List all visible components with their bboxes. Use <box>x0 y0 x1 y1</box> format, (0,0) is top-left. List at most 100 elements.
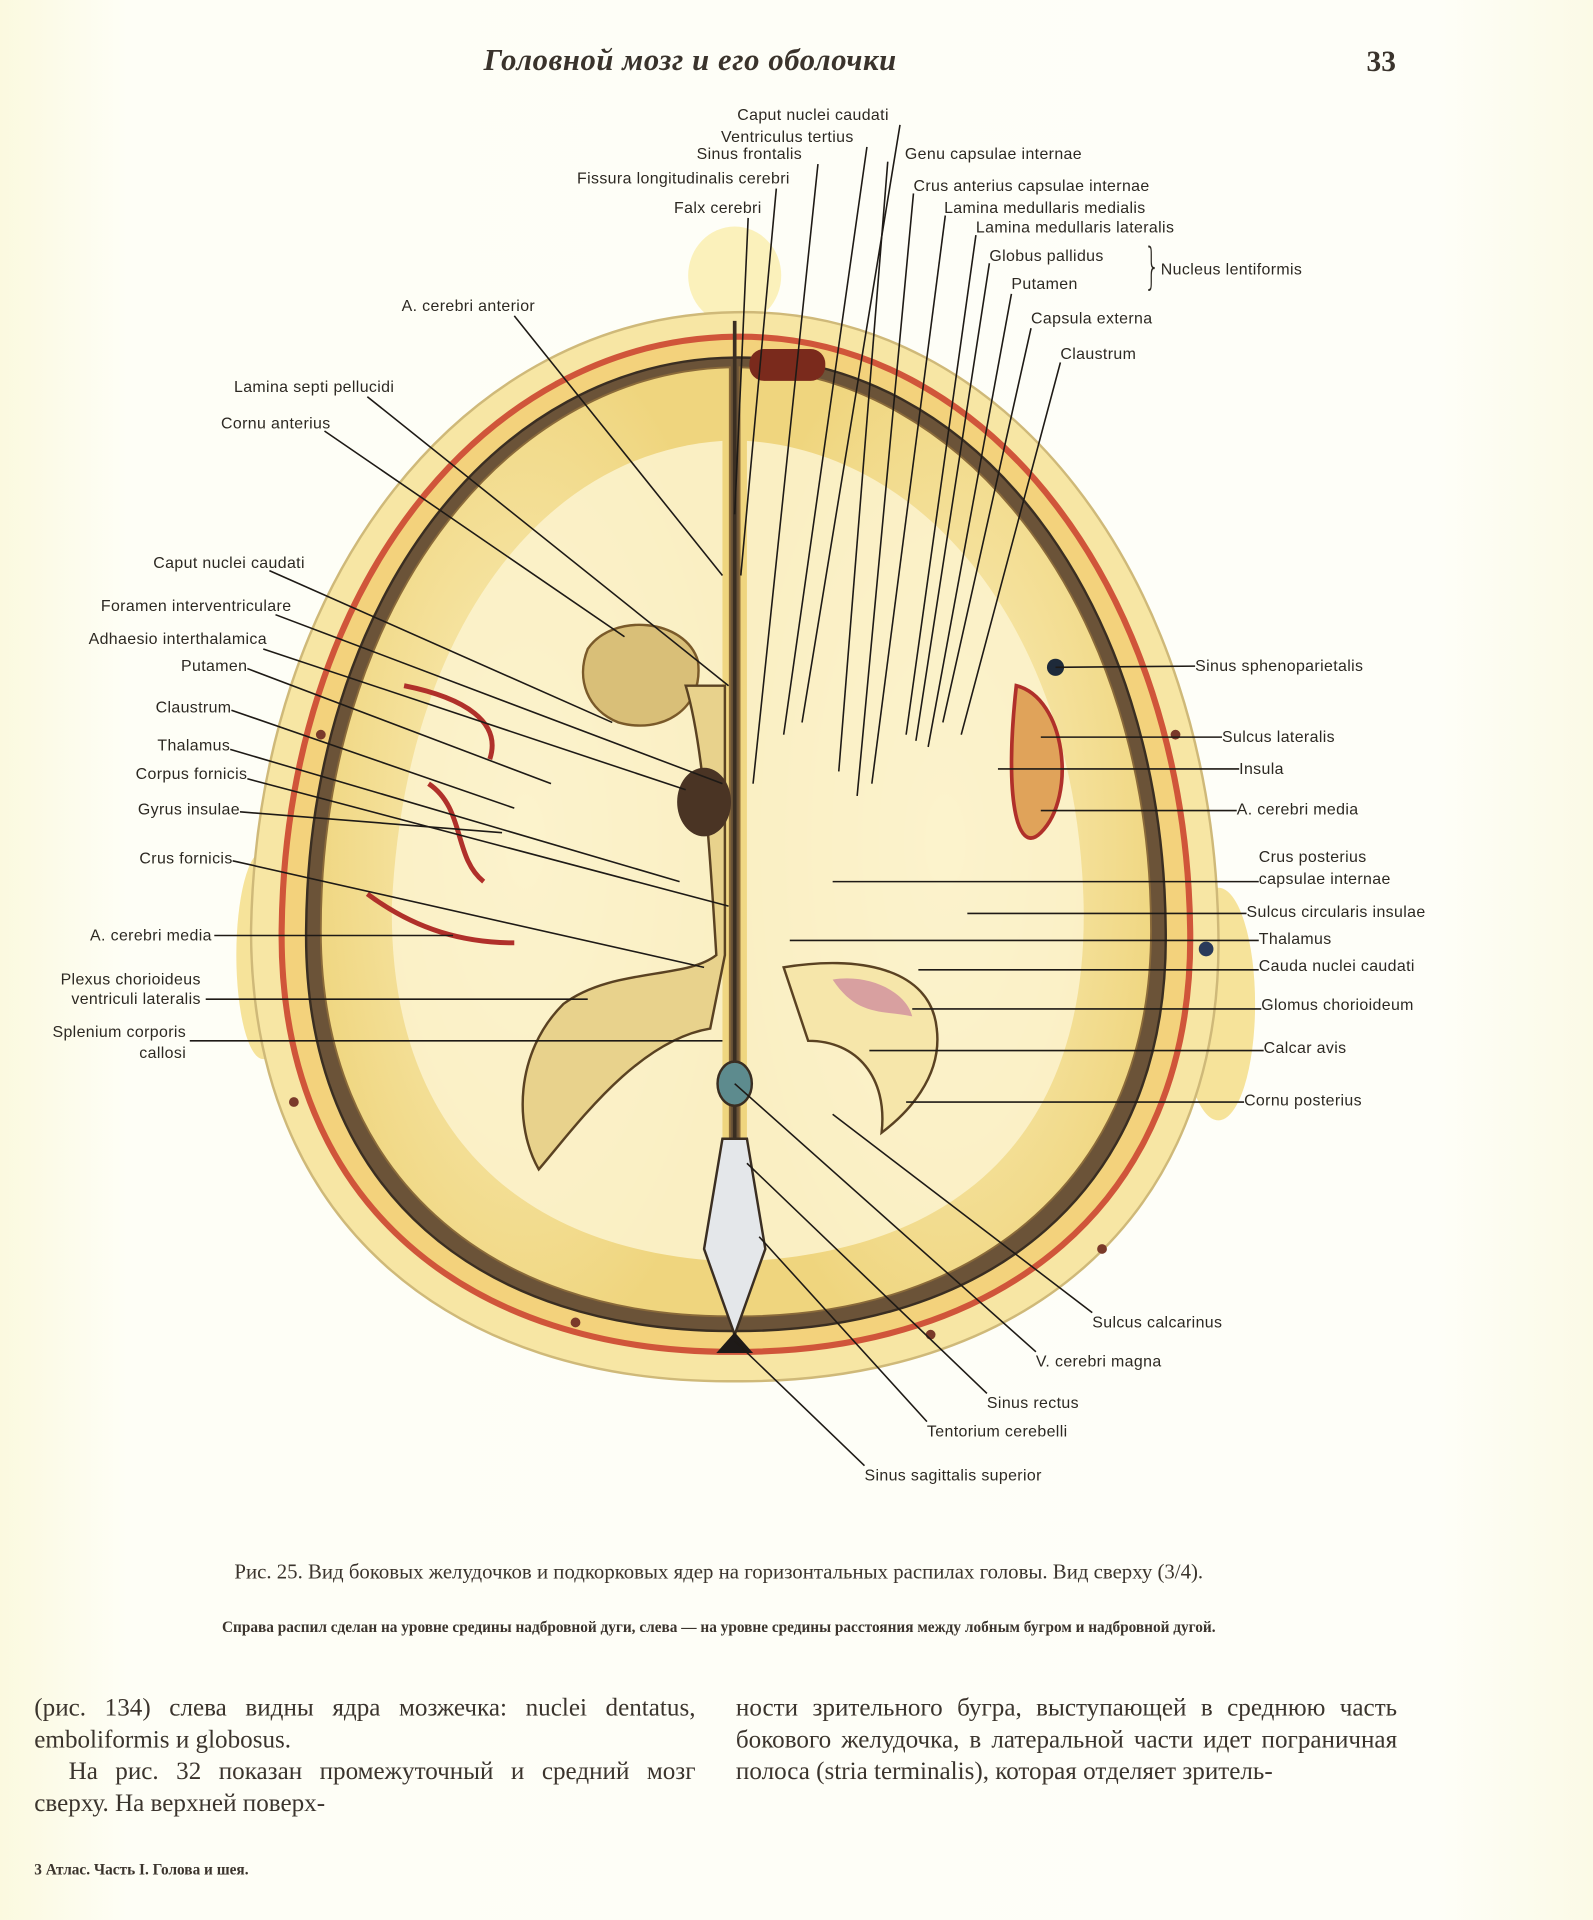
label-bottom-3: Tentorium cerebelli <box>926 1421 1068 1440</box>
label-left-10: Crus fornicis <box>139 848 233 867</box>
label-bottom-1: V. cerebri magna <box>1035 1351 1162 1371</box>
label-top-2: Sinus frontalis <box>696 144 803 163</box>
v-cerebri-magna <box>716 1060 754 1107</box>
label-right-2: Insula <box>1239 759 1284 778</box>
label-left-14: Splenium corporis <box>52 1022 187 1041</box>
left-ventricle <box>521 684 727 1172</box>
text-column-right: ности зрительного бугра, выступающей в с… <box>736 1692 1397 1788</box>
left-caudate-head <box>581 623 700 727</box>
page-number: 33 <box>1366 46 1396 79</box>
label-top-3: Fissura longitudinalis cerebri <box>577 168 790 188</box>
left-thalamus <box>677 767 732 837</box>
label-bottom-4: Sinus sagittalis superior <box>864 1465 1042 1485</box>
label-right-0: Sinus sphenoparietalis <box>1195 656 1364 675</box>
right-insula <box>1009 683 1064 840</box>
leader-line <box>782 146 868 735</box>
right-white-matter <box>746 440 1084 1262</box>
label-left-11: A. cerebri media <box>90 925 212 945</box>
leader-line <box>960 362 1062 735</box>
label-top-1: Ventriculus tertius <box>721 127 854 146</box>
leader-line <box>269 569 613 724</box>
label-top-10: Putamen <box>1011 274 1078 293</box>
label-top-0: Caput nuclei caudati <box>737 105 889 124</box>
leader-line <box>263 648 686 791</box>
label-left-0: Lamina septi pellucidi <box>233 377 395 396</box>
label-right-11: Cornu posterius <box>1244 1091 1362 1110</box>
leader-line <box>871 215 947 784</box>
label-right-10: Calcar avis <box>1263 1038 1347 1057</box>
label-top-11: Capsula externa <box>1031 308 1153 327</box>
leader-line <box>247 667 552 785</box>
label-top-8: Lamina medullaris lateralis <box>975 217 1175 237</box>
paragraph: ности зрительного бугра, выступающей в с… <box>735 1694 1398 1786</box>
right-glomus <box>832 978 913 1017</box>
leader-line <box>1055 665 1196 669</box>
label-left-9: Gyrus insulae <box>137 799 240 818</box>
leader-line <box>734 1083 1037 1353</box>
leader-line <box>734 1340 866 1467</box>
label-right-6: Sulcus circularis insulae <box>1246 902 1426 921</box>
leader-line <box>733 217 749 515</box>
brace: } <box>1144 238 1160 296</box>
label-top-4: Falx cerebri <box>674 198 762 217</box>
leader-line <box>856 193 915 796</box>
figure-note: Справа распил сделан на уровне средины н… <box>221 1618 1216 1636</box>
label-right-5: capsulae internae <box>1258 869 1391 888</box>
label-top-12: Claustrum <box>1060 344 1137 363</box>
leader-line <box>942 327 1032 723</box>
sinus-sagittalis-superior <box>716 1332 754 1354</box>
label-left-1: Cornu anterius <box>221 413 331 433</box>
label-left-6: Claustrum <box>155 697 232 717</box>
brain-section-illustration <box>189 124 1264 1467</box>
leader-line <box>905 234 977 735</box>
label-left-4: Adhaesio interthalamica <box>88 629 267 648</box>
label-top-9: Globus pallidus <box>989 246 1104 265</box>
left-insula-sulci <box>365 683 515 946</box>
label-left-5: Putamen <box>181 656 248 675</box>
leader-line <box>513 315 724 577</box>
label-nucleus-lentiformis: Nucleus lentiformis <box>1160 259 1303 278</box>
label-left-13: ventriculi lateralis <box>71 989 201 1008</box>
label-top-13: A. cerebri anterior <box>401 296 536 315</box>
label-bottom-0: Sulcus calcarinus <box>1092 1312 1223 1332</box>
leader-line <box>229 748 680 883</box>
leader-line <box>915 263 991 741</box>
label-right-1: Sulcus lateralis <box>1222 727 1335 746</box>
leader-line <box>275 613 723 785</box>
leader-line <box>366 396 730 687</box>
leader-line <box>740 188 778 576</box>
label-right-7: Thalamus <box>1258 929 1332 948</box>
nose-skin <box>688 226 782 325</box>
running-title: Головной мозг и его оболочки <box>483 44 897 78</box>
leader-line <box>231 709 515 809</box>
leader-line <box>832 1113 1093 1314</box>
label-top-5: Genu capsulae internae <box>904 144 1083 163</box>
label-top-7: Lamina medullaris medialis <box>944 198 1146 217</box>
text-column-left: (рис. 134) слева видны ядра мозжечка: nu… <box>34 1692 695 1819</box>
label-bottom-2: Sinus rectus <box>986 1393 1079 1412</box>
label-right-3: A. cerebri media <box>1236 799 1359 818</box>
tentorium <box>702 1137 767 1339</box>
page-footer: 3 Атлас. Часть I. Голова и шея. <box>34 1861 249 1879</box>
leader-line <box>324 430 625 638</box>
label-top-6: Crus anterius capsulae internae <box>913 176 1150 195</box>
label-left-12: Plexus chorioideus <box>60 969 201 989</box>
label-left-2: Caput nuclei caudati <box>153 553 305 572</box>
leader-line <box>239 811 503 834</box>
label-left-7: Thalamus <box>157 735 231 755</box>
leader-line <box>758 1236 928 1423</box>
sinus-frontalis <box>749 348 826 381</box>
label-right-9: Glomus chorioideum <box>1261 995 1414 1014</box>
label-right-4: Crus posterius <box>1258 847 1367 866</box>
label-left-3: Foramen interventriculare <box>100 596 292 615</box>
label-left-15: callosi <box>139 1043 187 1062</box>
paragraph: (рис. 134) слева видны ядра мозжечка: nu… <box>34 1694 696 1754</box>
label-right-8: Cauda nuclei caudati <box>1258 956 1415 975</box>
leader-lines <box>189 124 1264 1467</box>
leader-line <box>837 161 889 772</box>
leader-line <box>746 1162 988 1395</box>
label-left-8: Corpus fornicis <box>135 764 248 783</box>
leader-line <box>927 293 1013 748</box>
figure-caption: Рис. 25. Вид боковых желудочков и подкор… <box>234 1559 1204 1584</box>
